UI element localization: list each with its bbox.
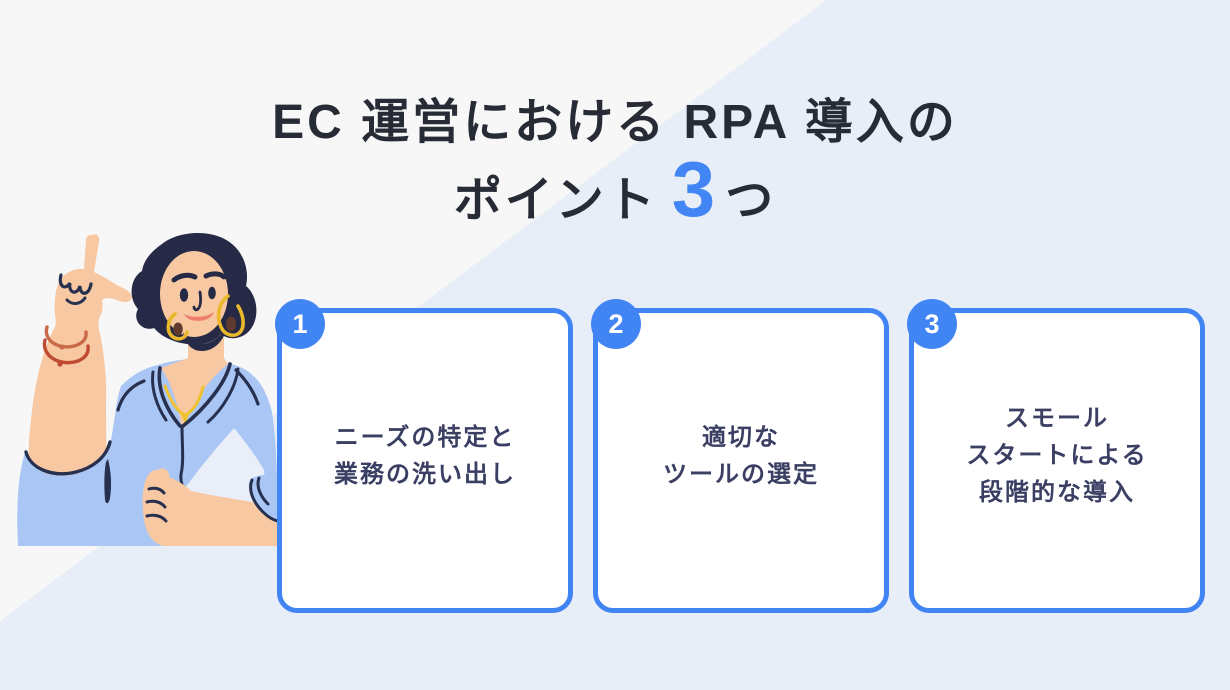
card-3-line-2: スタートによる bbox=[966, 442, 1148, 469]
card-1-line-2: 業務の洗い出し bbox=[334, 460, 516, 488]
main-title-line1: EC 運営における RPA 導入の bbox=[272, 96, 958, 149]
card-3-line-3: 段階的な導入 bbox=[979, 479, 1135, 506]
points-cards-row: 1 ニーズの特定と 業務の洗い出し 2 適切な ツールの選定 3 スモール スタ… bbox=[275, 299, 1205, 613]
shirt-fold-accent bbox=[104, 459, 112, 504]
bracelet-lower bbox=[42, 338, 90, 365]
card-2-number: 2 bbox=[608, 308, 624, 339]
right-cuff-outline bbox=[249, 478, 278, 523]
woman-pointing-up-illustration bbox=[17, 233, 278, 546]
grip-finger-line-1 bbox=[147, 486, 166, 495]
card-3-title: スモール スタートによる 段階的な導入 bbox=[966, 400, 1147, 511]
shoulder-seam bbox=[116, 379, 146, 412]
eye-left bbox=[179, 288, 189, 302]
card-3-number-badge: 3 bbox=[907, 299, 957, 349]
earring-right-stone bbox=[226, 316, 236, 332]
earring-right bbox=[216, 294, 245, 337]
palm-crease-line bbox=[65, 296, 87, 305]
point-card-3: 3 スモール スタートによる 段階的な導入 bbox=[907, 299, 1205, 613]
point-card-2: 2 適切な ツールの選定 bbox=[591, 299, 889, 613]
card-3-line-1: スモール bbox=[1005, 405, 1109, 432]
title-line2-suffix: つ bbox=[725, 174, 777, 227]
point-card-1: 1 ニーズの特定と 業務の洗い出し bbox=[275, 299, 573, 613]
earring-left bbox=[166, 312, 189, 341]
grip-hand-forearm bbox=[142, 468, 278, 546]
nose-line bbox=[192, 290, 202, 312]
earring-left-stone bbox=[173, 322, 183, 336]
right-cuff-inner-line bbox=[256, 476, 270, 506]
card-3-number: 3 bbox=[924, 308, 940, 339]
eyebrow-right bbox=[203, 271, 227, 280]
grip-finger-line-2 bbox=[145, 499, 167, 509]
collar-right bbox=[181, 362, 232, 428]
card-1-number-badge: 1 bbox=[275, 299, 325, 349]
card-2-number-badge: 2 bbox=[591, 299, 641, 349]
eyebrow-left bbox=[171, 272, 198, 283]
eye-right bbox=[208, 286, 216, 300]
raised-arm bbox=[28, 234, 132, 478]
title-line2-prefix: ポイント bbox=[453, 174, 658, 227]
collar-left bbox=[157, 366, 182, 428]
lapel-right bbox=[206, 367, 240, 424]
bracelet-upper bbox=[44, 325, 88, 349]
card-1-title: ニーズの特定と 業務の洗い出し bbox=[334, 419, 516, 493]
mouth bbox=[184, 312, 214, 321]
lapel-left bbox=[151, 370, 168, 422]
sleeve-outline bbox=[24, 440, 112, 476]
card-2-line-2: ツールの選定 bbox=[663, 460, 819, 488]
bracelet-lower-bead bbox=[57, 361, 63, 367]
bracelet-upper-bead bbox=[59, 344, 65, 350]
point-count-number: 3 bbox=[671, 145, 716, 233]
card-2-title: 適切な ツールの選定 bbox=[663, 419, 819, 493]
curled-fingers-line bbox=[58, 273, 93, 295]
main-title-line2: ポイント 3 つ bbox=[0, 144, 1230, 246]
card-1-number: 1 bbox=[292, 308, 308, 339]
grip-finger-line-3 bbox=[145, 513, 168, 523]
card-2-line-1: 適切な bbox=[702, 423, 780, 451]
necklace-pendant bbox=[181, 414, 189, 424]
card-1-line-1: ニーズの特定と bbox=[334, 423, 516, 451]
chin-shadow bbox=[183, 328, 226, 351]
